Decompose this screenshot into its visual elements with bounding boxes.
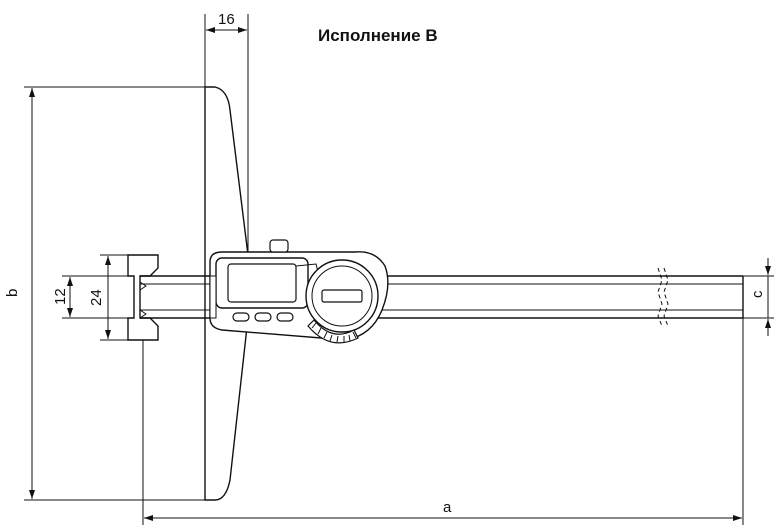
dimension-24-label: 24 (88, 289, 105, 306)
caliper-head (209, 239, 389, 344)
drawing-title: Исполнение B (318, 26, 438, 45)
dimension-c-label: c (749, 290, 766, 298)
dimension-c: c (743, 258, 774, 336)
dimension-b-label: b (4, 289, 21, 297)
hook-probe (127, 254, 159, 525)
dimension-24: 24 (88, 254, 128, 341)
button-icon (232, 312, 250, 322)
dimension-16-label: 16 (218, 11, 235, 28)
dimension-12-label: 12 (52, 288, 69, 305)
dimension-12: 12 (52, 275, 134, 319)
dimension-a: a (144, 318, 744, 525)
button-icon (254, 312, 272, 322)
dimension-b: b (4, 86, 205, 501)
button-icon (276, 312, 294, 322)
dimension-a-label: a (443, 499, 452, 516)
dimension-16: 16 (204, 11, 249, 255)
thumb-wheel-icon (307, 319, 359, 344)
lcd-display-icon (227, 263, 297, 303)
